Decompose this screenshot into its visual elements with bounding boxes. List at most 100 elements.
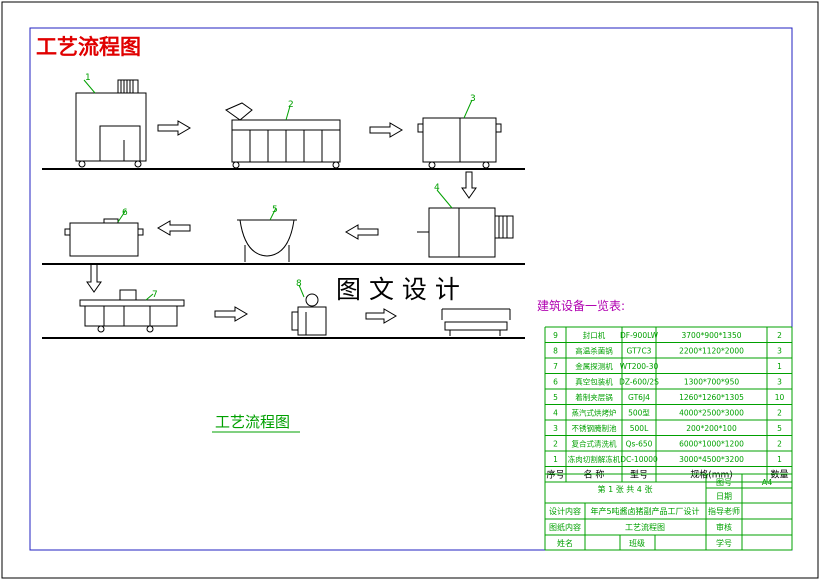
leader-3 (463, 99, 473, 119)
machine-2-washer (224, 102, 341, 169)
table-cell: DZ-600/2S (619, 378, 659, 387)
table-cell: 2 (777, 331, 782, 340)
table-cell: GT6J4 (628, 393, 650, 402)
machine-8-sterilizer (291, 293, 327, 336)
leader-1 (83, 79, 96, 94)
table-cell: 3700*900*1350 (682, 331, 742, 340)
drawing-no-label: 图号 (716, 478, 732, 487)
table-cell: 9 (553, 331, 558, 340)
table-cell: 冻肉切割解冻机 (568, 454, 621, 464)
table-cell: 2 (777, 440, 782, 449)
table-cell: 3 (553, 424, 558, 433)
advisor-label: 指导老师 (708, 506, 740, 516)
table-cell: 200*200*100 (686, 424, 737, 433)
table-cell: 6 (553, 378, 558, 387)
table-header-cell: 型号 (630, 470, 648, 481)
machine-number-4: 4 (434, 183, 440, 193)
page-title: 工艺流程图 (36, 35, 141, 59)
table-cell: 2 (553, 440, 558, 449)
machine-7-metal-detector (79, 289, 185, 333)
sheet-count: 第 1 张 共 4 张 (598, 484, 653, 494)
machine-5-jacketed-kettle (237, 219, 297, 262)
flow-arrow-left (345, 224, 379, 240)
table-cell: 5 (553, 393, 558, 402)
table-cell: 500L (630, 424, 649, 433)
table-cell: GT7C3 (627, 347, 652, 356)
table-cell: DC-10000 (620, 455, 658, 464)
table-cell: 复合式清洗机 (572, 439, 617, 449)
flow-arrow-down (86, 263, 102, 293)
table-cell: 1 (553, 455, 558, 464)
table-cell: 着制夹层锅 (575, 392, 613, 402)
leader-6 (117, 209, 127, 223)
table-cell: 4 (553, 409, 558, 418)
table-cell: 5 (777, 424, 782, 433)
table-cell: 高温杀菌锅 (575, 346, 613, 356)
flow-arrow-down (461, 171, 477, 199)
table-cell: 7 (553, 362, 558, 371)
machine-number-6: 6 (122, 208, 128, 218)
table-cell: 2200*1120*2000 (679, 347, 744, 356)
table-cell: 3000*4500*3200 (679, 455, 744, 464)
table-cell: Qs-650 (626, 440, 653, 449)
machine-1-thawing-cutter (75, 79, 147, 168)
table-cell: 10 (775, 393, 785, 402)
table-cell: 1 (777, 362, 782, 371)
machine-number-3: 3 (470, 94, 476, 104)
leader-5 (269, 207, 277, 221)
machine-4-steam-oven (417, 207, 514, 258)
inner-frame (29, 27, 793, 551)
machine-number-1: 1 (85, 73, 91, 83)
table-cell: 金属探测机 (575, 361, 613, 371)
machine-6-vacuum-packer (64, 218, 144, 257)
review-label: 审核 (716, 522, 732, 532)
id-label: 学号 (716, 538, 732, 548)
flow-arrow-right (214, 306, 248, 322)
table-cell: 真空包装机 (575, 377, 613, 387)
machine-number-8: 8 (296, 279, 302, 289)
drawing-no-value: A4 (762, 478, 773, 487)
table-cell: 8 (553, 347, 558, 356)
leader-8 (298, 284, 305, 298)
table-cell: 2 (777, 409, 782, 418)
name-label: 姓名 (557, 538, 573, 548)
machine-number-2: 2 (288, 100, 294, 110)
machine-number-5: 5 (272, 205, 278, 215)
flow-arrow-right (365, 308, 397, 324)
design-label: 设计内容 (549, 506, 581, 516)
table-cell: 3 (777, 347, 782, 356)
machine-number-7: 7 (152, 290, 158, 300)
table-cell: 500型 (628, 409, 650, 418)
title-block: 第 1 张 共 4 张 图号 A4 日期设计内容年产5吨酱卤猪副产品工厂设计指导老师图… (544, 473, 793, 551)
leader-7 (145, 293, 154, 301)
table-cell: 1260*1260*1305 (679, 393, 744, 402)
table-cell: 3 (777, 378, 782, 387)
table-cell: 1300*700*950 (684, 378, 739, 387)
table-cell: 4000*2500*3000 (679, 409, 744, 418)
machine-9-sealer (441, 308, 511, 336)
table-cell: 6000*1000*1200 (679, 440, 744, 449)
table-cell: 封口机 (583, 330, 606, 340)
machine-3-marinating-tank (417, 117, 502, 169)
leader-2 (285, 105, 291, 121)
content-label: 图纸内容 (549, 522, 581, 532)
class-label: 班级 (629, 538, 645, 548)
table-cell: 不锈钢腌制池 (572, 423, 617, 433)
watermark-text: 图 文 设 计 (336, 275, 460, 304)
leader-4 (436, 189, 453, 209)
date-label: 日期 (716, 492, 732, 501)
equipment-table-title: 建筑设备一览表: (537, 298, 625, 313)
table-cell: WT200-30 (620, 362, 659, 371)
flow-arrow-left (157, 220, 191, 236)
flow-diagram-label: 工艺流程图 (215, 413, 290, 431)
table-cell: 蒸汽式烘烤炉 (572, 408, 617, 418)
flow-arrow-right (157, 120, 191, 136)
content-value: 工艺流程图 (625, 522, 665, 532)
flow-arrow-right (369, 122, 403, 138)
table-cell: DF-900LW (620, 331, 659, 340)
design-value: 年产5吨酱卤猪副产品工厂设计 (590, 506, 699, 516)
table-cell: 1 (777, 455, 782, 464)
